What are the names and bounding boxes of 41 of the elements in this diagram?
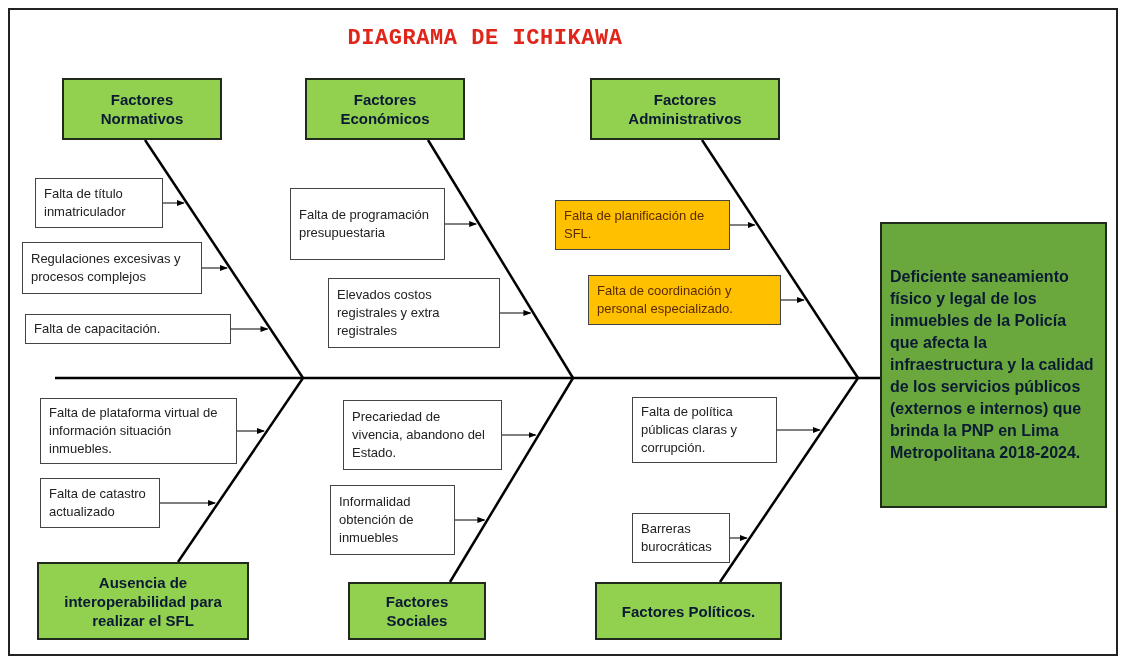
diagram-title: DIAGRAMA DE ICHIKAWA (346, 25, 624, 53)
cause-box: Informalidad obtención de inmuebles (330, 485, 455, 555)
arrow (729, 535, 748, 541)
cause-box: Falta de plataforma virtual de información situación inmuebles. (40, 398, 237, 464)
arrow (780, 297, 805, 303)
arrow (230, 326, 269, 332)
category-box: Factores Económicos (305, 78, 465, 140)
category-box: Factores Administrativos (590, 78, 780, 140)
arrow (162, 200, 185, 206)
bone-line (176, 377, 305, 563)
category-box: Ausencia de interoperabilidad para realizar el SFL (37, 562, 249, 640)
bone-line (448, 377, 575, 583)
arrow (236, 428, 265, 434)
cause-box: Regulaciones excesivas y procesos complejos (22, 242, 202, 294)
cause-box: Falta de planificación de SFL. (555, 200, 730, 250)
arrow (454, 517, 486, 523)
arrow (159, 500, 217, 506)
category-box: Factores Normativos (62, 78, 222, 140)
arrow (776, 427, 821, 433)
arrow (499, 310, 532, 316)
cause-box: Falta de programación presupuestaria (290, 188, 445, 260)
cause-box: Elevados costos registrales y extra registrales (328, 278, 500, 348)
cause-box: Falta de catastro actualizado (40, 478, 160, 528)
category-box: Factores Políticos. (595, 582, 782, 640)
bone-line (143, 139, 305, 379)
arrow (201, 265, 228, 271)
bone-line (700, 139, 860, 379)
category-box: Factores Sociales (348, 582, 486, 640)
cause-box: Falta de política públicas claras y corrupción. (632, 397, 777, 463)
bone-line (718, 377, 860, 583)
effect-box: Deficiente saneamiento físico y legal de los inmuebles de la Policía que afecta la infraestructura y la calidad de los servicios públicos (externos e internos) que brinda la PNP en Lima Metropolitana 2018-2024. (880, 222, 1107, 508)
spine-line (55, 376, 880, 380)
arrow (501, 432, 537, 438)
cause-box: Falta de capacitación. (25, 314, 231, 344)
cause-box: Precariedad de vivencia, abandono del Estado. (343, 400, 502, 470)
cause-box: Barreras burocráticas (632, 513, 730, 563)
cause-box: Falta de coordinación y personal especializado. (588, 275, 781, 325)
arrow (444, 221, 478, 227)
bone-line (426, 139, 575, 379)
arrow (729, 222, 756, 228)
cause-box: Falta de título inmatriculador (35, 178, 163, 228)
